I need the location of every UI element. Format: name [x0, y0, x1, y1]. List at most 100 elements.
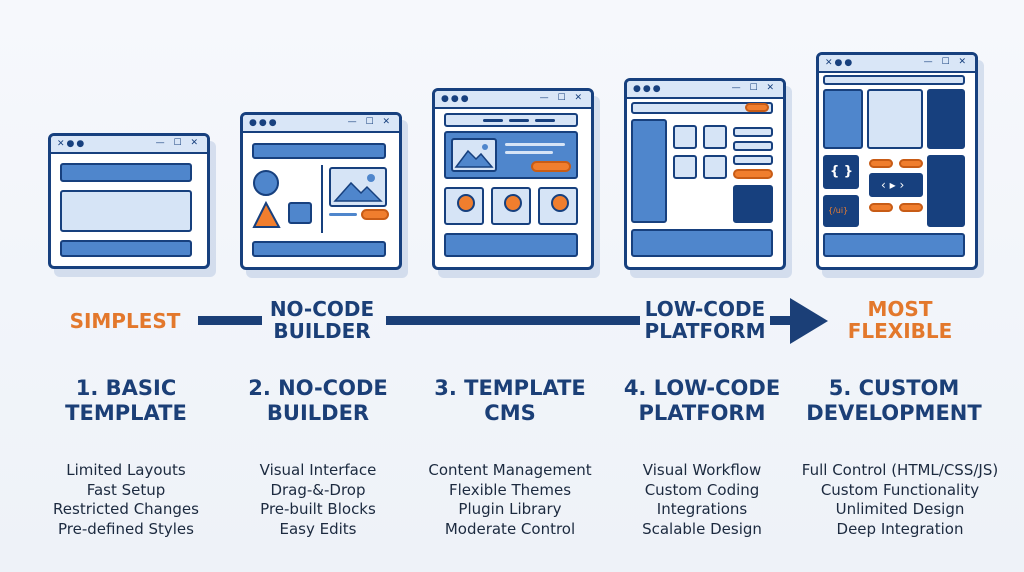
title-line: 1. BASIC — [75, 376, 177, 400]
feature-list-custom-development: Full Control (HTML/CSS/JS) Custom Functi… — [794, 461, 1006, 539]
form-field — [733, 141, 773, 151]
flow-label-line: PLATFORM — [644, 319, 766, 343]
flow-label-line: LOW-CODE — [644, 297, 766, 321]
code-panel — [733, 185, 773, 223]
feature-item: Visual Workflow — [642, 461, 762, 479]
tile — [673, 125, 697, 149]
column-title-low-code-platform: 4. LOW-CODE PLATFORM — [607, 376, 797, 426]
feature-item: Deep Integration — [836, 519, 964, 538]
text-line — [329, 213, 357, 216]
template-cms-window: ●●● — ☐ ✕ — [432, 88, 594, 270]
feature-item: Integrations — [656, 500, 748, 518]
braces-icon: { } — [830, 164, 854, 179]
tile — [703, 125, 727, 149]
title-line: 5. CUSTOM — [828, 376, 960, 400]
header-block — [60, 163, 192, 182]
window-dots-icon: ●●● — [441, 94, 471, 104]
basic-template-window: ✕●● — ☐ ✕ — [48, 133, 210, 269]
check-icon — [457, 194, 475, 212]
feature-item: Restricted Changes — [53, 500, 199, 518]
feature-item: Drag-&-Drop — [270, 480, 366, 499]
window-controls-icon: — ☐ ✕ — [731, 83, 777, 93]
column-title-basic-template: 1. BASIC TEMPLATE — [31, 376, 221, 426]
footer-block — [444, 233, 578, 257]
code-block: {/ui} — [823, 195, 859, 227]
title-line: 3. TEMPLATE — [434, 376, 586, 400]
button-shape — [869, 159, 893, 168]
flow-label-line: MOST — [867, 297, 933, 321]
window-titlebar: ●●● — ☐ ✕ — [243, 115, 399, 133]
sidebar-panel — [631, 119, 667, 223]
code-panel — [927, 155, 965, 227]
nav-button-shape — [745, 103, 769, 112]
window-dots-icon: ●●● — [633, 84, 663, 94]
arrow-head-icon — [790, 298, 828, 344]
title-line: 2. NO-CODE — [248, 376, 388, 400]
window-titlebar: ✕●● — ☐ ✕ — [51, 136, 207, 154]
flow-label-low-code: LOW-CODE PLATFORM — [640, 298, 770, 342]
column-title-template-cms: 3. TEMPLATE CMS — [415, 376, 605, 426]
arrow-segment — [770, 316, 798, 325]
flow-label-simplest: SIMPLEST — [69, 309, 181, 333]
feature-list-no-code-builder: Visual Interface Drag-&-Drop Pre-built B… — [218, 461, 418, 539]
window-titlebar: ●●● — ☐ ✕ — [435, 91, 591, 109]
tile — [673, 155, 697, 179]
feature-item: Unlimited Design — [835, 500, 965, 518]
arrow-segment — [386, 316, 640, 325]
title-line: PLATFORM — [638, 401, 766, 425]
feature-card — [538, 187, 578, 225]
button-shape — [869, 203, 893, 212]
button-shape — [899, 159, 923, 168]
grid-panel — [867, 89, 923, 149]
cta-button-shape — [361, 209, 389, 220]
feature-item: Limited Layouts — [66, 461, 186, 479]
window-dots-icon: ✕●● — [57, 139, 87, 149]
feature-item: Plugin Library — [458, 500, 562, 518]
title-line: TEMPLATE — [65, 401, 187, 425]
nav-link — [509, 119, 529, 122]
flow-label-most-flexible: MOST FLEXIBLE — [835, 298, 965, 342]
window-dots-icon: ●●● — [249, 118, 279, 128]
feature-list-basic-template: Limited Layouts Fast Setup Restricted Ch… — [26, 461, 226, 539]
header-block — [252, 143, 386, 159]
flow-label-line: BUILDER — [273, 319, 371, 343]
nav-link — [483, 119, 503, 122]
feature-item: Fast Setup — [86, 480, 166, 499]
submit-button-shape — [733, 169, 773, 179]
code-panel — [927, 89, 965, 149]
arrow-segment — [198, 316, 262, 325]
window-controls-icon: — ☐ ✕ — [347, 117, 393, 127]
button-shape — [899, 203, 923, 212]
gear-icon — [504, 194, 522, 212]
column-title-no-code-builder: 2. NO-CODE BUILDER — [223, 376, 413, 426]
window-controls-icon: — ☐ ✕ — [923, 57, 969, 67]
title-line: 4. LOW-CODE — [623, 376, 781, 400]
feature-card — [444, 187, 484, 225]
plugin-icon — [551, 194, 569, 212]
nav-bar — [823, 75, 965, 85]
tag-icon: {/ui} — [828, 206, 849, 215]
form-field — [733, 127, 773, 137]
divider — [321, 165, 323, 233]
tile — [703, 155, 727, 179]
column-title-custom-development: 5. CUSTOM DEVELOPMENT — [799, 376, 989, 426]
window-titlebar: ●●● — ☐ ✕ — [627, 81, 783, 99]
feature-item: Custom Coding — [644, 480, 760, 499]
feature-item: Pre-built Blocks — [260, 500, 376, 518]
footer-block — [252, 241, 386, 257]
footer-block — [631, 229, 773, 257]
hero-button-shape — [531, 161, 571, 172]
feature-item: Content Management — [428, 461, 592, 479]
feature-item: Flexible Themes — [448, 480, 572, 499]
hero-text-line — [505, 143, 565, 146]
window-dots-icon: ✕●● — [825, 58, 855, 68]
footer-block — [60, 240, 192, 257]
title-line: BUILDER — [266, 401, 370, 425]
image-placeholder-icon — [329, 167, 387, 207]
window-titlebar: ✕●● — ☐ ✕ — [819, 55, 975, 73]
title-line: CMS — [484, 401, 536, 425]
flow-label-line: FLEXIBLE — [847, 319, 953, 343]
feature-item: Pre-defined Styles — [58, 519, 194, 538]
feature-item: Easy Edits — [279, 519, 357, 538]
image-placeholder-icon — [451, 138, 497, 172]
